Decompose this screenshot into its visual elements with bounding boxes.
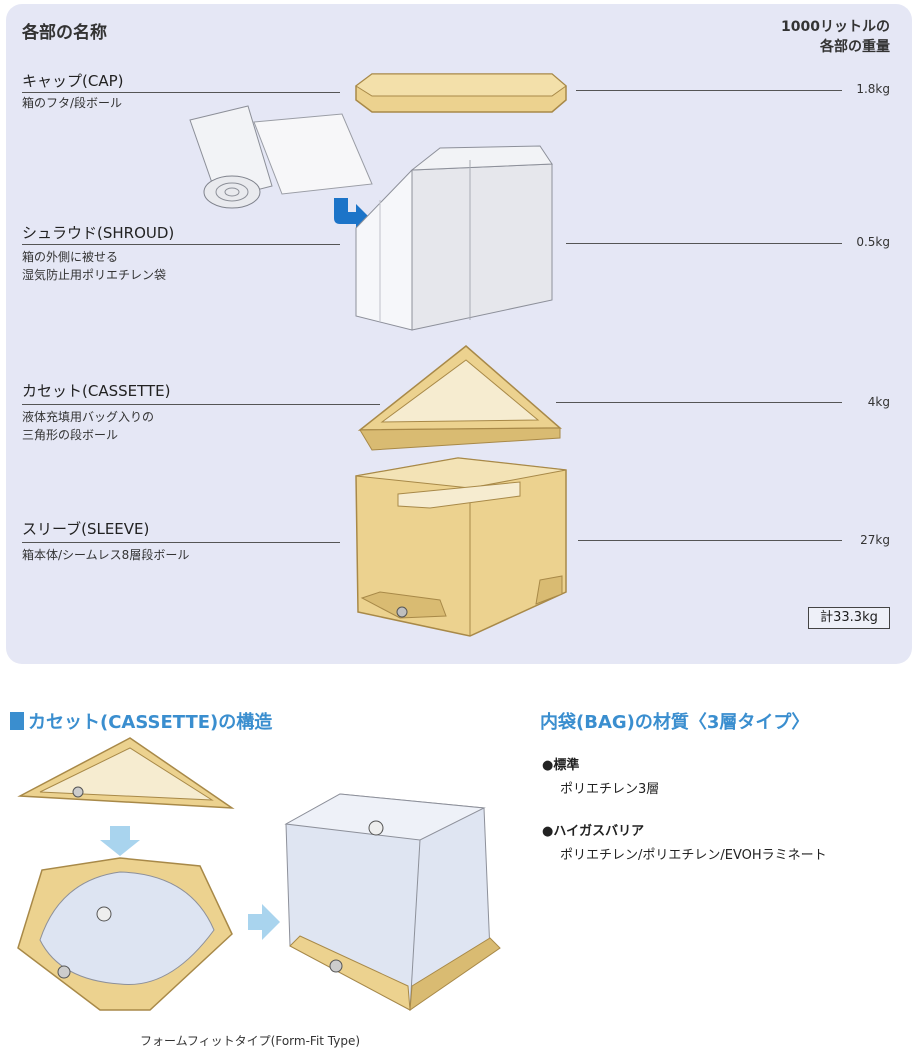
part-name-sleeve: スリーブ(SLEEVE) bbox=[22, 520, 150, 538]
leader-line-cassette-right bbox=[556, 402, 842, 403]
leader-line-cassette-left bbox=[22, 404, 380, 405]
cap-lid-illustration bbox=[355, 73, 567, 113]
bag-item-value-highbarrier: ポリエチレン/ポリエチレン/EVOHラミネート bbox=[560, 848, 827, 863]
part-desc-shroud-2: 湿気防止用ポリエチレン袋 bbox=[22, 268, 167, 282]
bag-item-label-highbarrier: ●ハイガスバリア bbox=[542, 824, 645, 839]
bag-item-value-standard: ポリエチレン3層 bbox=[560, 782, 660, 797]
part-desc-cassette-1: 液体充填用バッグ入りの bbox=[22, 410, 155, 424]
part-name-shroud: シュラウド(SHROUD) bbox=[22, 224, 175, 242]
part-desc-sleeve: 箱本体/シームレス8層段ボール bbox=[22, 548, 190, 562]
cassette-section-title: カセット(CASSETTE)の構造 bbox=[28, 712, 273, 733]
sleeve-illustration bbox=[355, 457, 567, 637]
part-name-cassette: カセット(CASSETTE) bbox=[22, 382, 171, 400]
weight-title-line2: 各部の重量 bbox=[820, 39, 890, 55]
weight-shroud: 0.5kg bbox=[856, 235, 890, 249]
weight-cap: 1.8kg bbox=[856, 82, 890, 96]
shroud-illustration bbox=[355, 145, 553, 331]
part-desc-cap: 箱のフタ/段ボール bbox=[22, 96, 123, 110]
leader-line-sleeve-left bbox=[22, 542, 340, 543]
leader-line-cap-right bbox=[576, 90, 842, 91]
cassette-caption: フォームフィットタイプ(Form-Fit Type) bbox=[140, 1034, 361, 1048]
section-marker bbox=[10, 712, 24, 730]
weight-sleeve: 27kg bbox=[860, 533, 890, 547]
bag-section-title: 内袋(BAG)の材質〈3層タイプ〉 bbox=[540, 712, 810, 733]
leader-line-cap-left bbox=[22, 92, 340, 93]
poly-roll-illustration bbox=[189, 105, 373, 209]
part-desc-cassette-2: 三角形の段ボール bbox=[22, 428, 119, 442]
leader-line-shroud-left bbox=[22, 244, 340, 245]
leader-line-sleeve-right bbox=[578, 540, 842, 541]
cassette-illustration bbox=[357, 345, 562, 451]
weight-cassette: 4kg bbox=[867, 395, 890, 409]
part-name-cap: キャップ(CAP) bbox=[22, 72, 124, 90]
bag-item-label-standard: ●標準 bbox=[542, 758, 580, 773]
part-desc-shroud-1: 箱の外側に被せる bbox=[22, 250, 119, 264]
panel-title: 各部の名称 bbox=[22, 23, 107, 43]
total-weight-box: 計33.3kg bbox=[808, 607, 890, 629]
leader-line-shroud-right bbox=[566, 243, 842, 244]
weight-title-line1: 1000リットルの bbox=[781, 19, 890, 35]
